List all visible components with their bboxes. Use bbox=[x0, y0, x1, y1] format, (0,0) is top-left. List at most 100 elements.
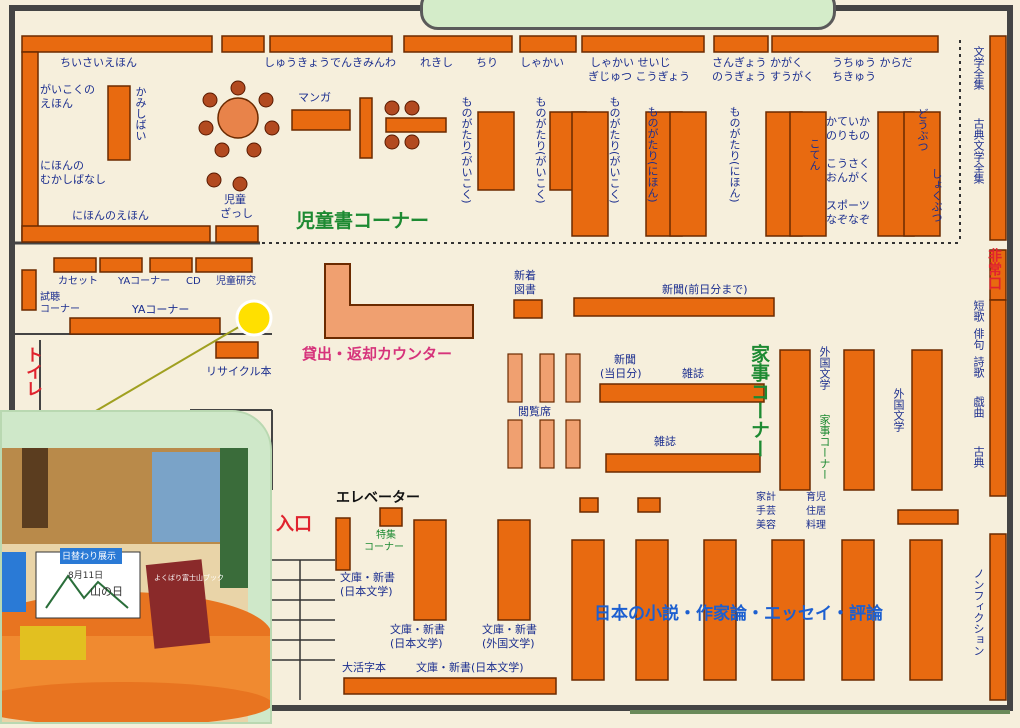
label-nonfiction: ノンフィクション bbox=[972, 568, 985, 656]
shelf bbox=[335, 517, 351, 571]
shelf bbox=[635, 539, 669, 681]
shelf bbox=[107, 85, 131, 161]
label-bunko-foreign-1: 文庫・新書 bbox=[482, 623, 537, 636]
shelf bbox=[359, 97, 373, 159]
label-foreign-lit-1: 外国文学 bbox=[818, 346, 831, 390]
label-manga: マンガ bbox=[298, 91, 331, 104]
entrance-label: 入口 bbox=[276, 514, 312, 535]
label-shokubutsu: しょくぶつ bbox=[930, 168, 943, 223]
label-gijutsu: ぎじゅつ こうぎょう bbox=[588, 70, 690, 83]
label-shukyo: しゅうきょうでんきみんわ bbox=[264, 56, 396, 69]
label-jidou-zasshi-2: ざっし bbox=[220, 207, 253, 220]
label-recycle: リサイクル本 bbox=[206, 365, 272, 378]
label-cassette: カセット bbox=[58, 276, 98, 287]
label-taikatsuji: 大活字本 bbox=[342, 661, 386, 674]
label-gikyoku: 戯曲 bbox=[972, 396, 985, 418]
label-koten-zenshu: 古典文学全集 bbox=[972, 118, 985, 184]
label-katei-2: のりもの bbox=[826, 129, 870, 142]
shelf bbox=[513, 299, 543, 319]
label-mono-nihon-2: ものがたり(にほん) bbox=[728, 106, 741, 203]
shelf bbox=[413, 519, 447, 621]
label-tokushu-2: コーナー bbox=[364, 542, 404, 553]
display-photo-inset: 日替わり展示 8月11日 山の日 よくばり富士山ブック bbox=[0, 410, 272, 724]
label-nihon-ehon: にほんのえほん bbox=[72, 209, 149, 222]
reading-seat bbox=[565, 419, 581, 469]
shelf bbox=[291, 109, 351, 131]
counter-title: 貸出・返却カウンター bbox=[302, 345, 453, 363]
label-kousaku-1: こうさく bbox=[826, 157, 870, 170]
shelf bbox=[21, 35, 213, 53]
shelf bbox=[195, 257, 253, 273]
shelf bbox=[581, 35, 705, 53]
label-bunko-jp-3: 文庫・新書 bbox=[390, 623, 445, 636]
shelf bbox=[703, 539, 737, 681]
label-ya-corner: YAコーナー bbox=[132, 303, 190, 316]
label-kamishibai: かみしばい bbox=[134, 86, 147, 141]
label-tokushu-1: 特集 bbox=[376, 530, 396, 541]
label-bunko-bottom: 文庫・新書(日本文学) bbox=[416, 661, 524, 674]
label-kakei: 家計 bbox=[756, 492, 776, 503]
shelf bbox=[69, 317, 221, 335]
label-mono-nihon-1: ものがたり(にほん) bbox=[646, 106, 659, 203]
photo-holiday: 山の日 bbox=[90, 585, 123, 598]
label-haiku: 俳句 bbox=[972, 328, 985, 350]
kids-corner-title: 児童書コーナー bbox=[296, 210, 430, 232]
label-shakai: しゃかい bbox=[520, 56, 564, 69]
chair bbox=[384, 100, 400, 116]
label-bunko-jp-2: (日本文学) bbox=[340, 585, 393, 598]
label-chiisai-ehon: ちいさいえほん bbox=[60, 56, 137, 69]
label-chiri: ちり bbox=[476, 56, 498, 69]
shelf bbox=[403, 35, 513, 53]
shelf bbox=[379, 507, 403, 527]
chair bbox=[404, 134, 420, 150]
shelf bbox=[637, 497, 661, 513]
label-magazine-1: 雑誌 bbox=[682, 367, 704, 380]
reading-seat bbox=[507, 353, 523, 403]
chair bbox=[384, 134, 400, 150]
label-newspaper-today-1: 新聞 bbox=[614, 353, 636, 366]
photo-display-title: 日替わり展示 bbox=[62, 552, 117, 562]
label-shakai-seiji: しゃかい せいじ bbox=[590, 56, 671, 69]
label-biyou: 美容 bbox=[756, 520, 776, 531]
label-koten-kids: こてん bbox=[808, 138, 821, 171]
label-nihon-mukashi-1: にほんの bbox=[40, 159, 84, 172]
shelf bbox=[841, 539, 875, 681]
label-nihon-mukashi-2: むかしばなし bbox=[40, 173, 106, 186]
shelf bbox=[221, 35, 265, 53]
label-reading-seats: 閲覧席 bbox=[518, 405, 551, 418]
label-uchuu: うちゅう からだ bbox=[832, 56, 913, 69]
label-shinchaku-2: 図書 bbox=[514, 283, 536, 296]
checkout-counter bbox=[324, 263, 474, 339]
chair bbox=[214, 142, 230, 158]
shelf bbox=[477, 111, 515, 191]
label-newspaper-today-2: (当日分) bbox=[600, 367, 642, 380]
toilet-label: トイレ bbox=[22, 346, 42, 397]
location-marker[interactable] bbox=[235, 299, 273, 337]
shelf bbox=[579, 497, 599, 513]
label-bunko-jp-4: (日本文学) bbox=[390, 637, 443, 650]
chair bbox=[246, 142, 262, 158]
shelf bbox=[215, 341, 259, 359]
shelf bbox=[779, 349, 811, 491]
top-tab[interactable] bbox=[420, 0, 836, 30]
shelf bbox=[519, 35, 577, 53]
label-sports-1: スポーツ bbox=[826, 199, 870, 212]
shelf bbox=[771, 539, 805, 681]
shelf bbox=[713, 35, 769, 53]
shelf bbox=[909, 539, 943, 681]
shelf bbox=[21, 225, 211, 243]
chair bbox=[198, 120, 214, 136]
chair bbox=[232, 176, 248, 192]
label-ikuji: 育児 bbox=[806, 492, 826, 503]
reading-seat bbox=[507, 419, 523, 469]
label-nougyo: のうぎょう すうがく bbox=[712, 70, 814, 83]
label-gaikoku-ehon-1: がいこくの bbox=[40, 83, 95, 96]
label-home-corner-small: 家事コーナー bbox=[818, 414, 831, 480]
elevator-label: エレベーター bbox=[336, 490, 420, 506]
label-doubutsu: どうぶつ bbox=[916, 108, 929, 152]
shelves bbox=[21, 35, 1007, 701]
label-shinchaku-1: 新着 bbox=[514, 269, 536, 282]
label-shugei: 手芸 bbox=[756, 506, 776, 517]
label-katei-1: かていか bbox=[826, 115, 870, 128]
shelf bbox=[149, 257, 193, 273]
